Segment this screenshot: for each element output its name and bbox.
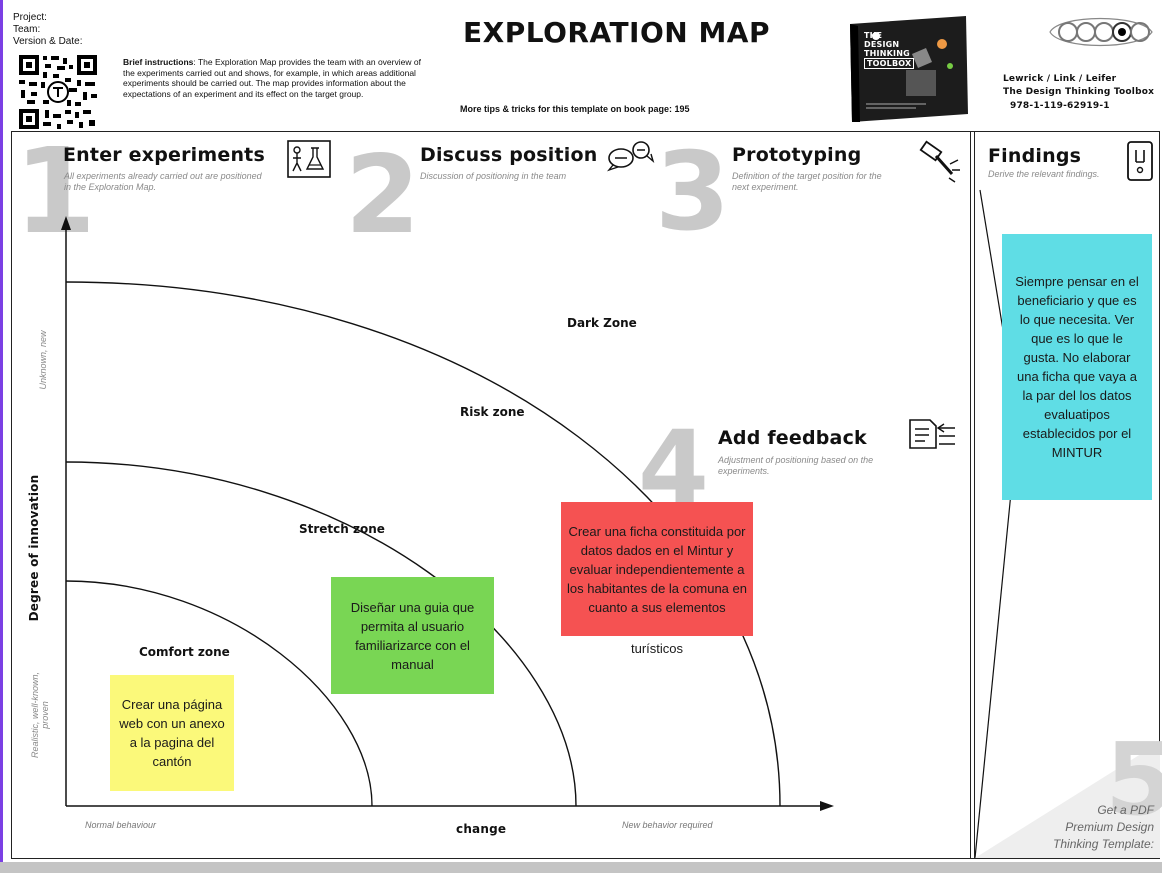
book-cover-image: THE DESIGN THINKING TOOLBOX [846,14,972,124]
instructions-heading: Brief instructions [123,57,194,67]
instructions-text: : The Exploration Map provides the team … [123,57,421,99]
feedback-icon [906,416,960,452]
sticky-note-green[interactable]: Diseñar una guia que permita al usuario … [331,577,494,694]
discuss-icon [605,140,659,172]
arc-comfort [65,580,373,807]
zone-stretch-label: Stretch zone [299,522,385,536]
book-name: The Design Thinking Toolbox [1003,87,1155,97]
sticky-note-red[interactable]: Crear una ficha constituida por datos da… [561,502,753,636]
step-3-number: 3 [655,130,731,255]
x-axis-left-label: Normal behaviour [85,820,157,830]
step-3-title: Prototyping [732,144,862,166]
bottom-scroll-bar[interactable] [0,862,1162,873]
step-1-title: Enter experiments [63,144,265,166]
step-3-desc: Definition of the target position for th… [732,171,882,192]
lightbulb-icon [1126,140,1154,182]
book-title: THE DESIGN THINKING TOOLBOX [864,31,915,69]
zone-comfort-label: Comfort zone [139,645,230,659]
step-5-number: 5 [1105,721,1162,838]
sticky-note-cyan[interactable]: Siempre pensar en el beneficiario y que … [1002,234,1152,500]
team-label: Team: [13,24,41,35]
step-2-title: Discuss position [420,144,598,166]
premium-promo: Get a PDF Premium Design Thinking Templa… [1053,803,1154,851]
findings-funnel [975,189,1160,858]
step-1-desc: All experiments already carried out are … [64,171,262,192]
step-4-desc: Adjustment of positioning based on the e… [718,455,874,476]
zone-dark-label: Dark Zone [567,316,637,330]
process-logo-icon [1040,12,1160,52]
x-axis-label: change [456,822,507,836]
lab-icon [287,140,331,178]
step-2-number: 2 [345,133,421,258]
arc-risk [65,281,781,807]
x-axis-right-label: New behavior required [622,820,713,830]
qr-code-icon [17,53,99,131]
tips-text: More tips & tricks for this template on … [460,104,690,114]
step-4-title: Add feedback [718,427,867,449]
brief-instructions: Brief instructions: The Exploration Map … [123,57,433,99]
findings-title: Findings [988,145,1082,167]
zone-risk-label: Risk zone [460,405,525,419]
version-label: Version & Date: [13,36,83,47]
window-left-edge [0,0,3,873]
exploration-chart [61,216,834,811]
authors: Lewrick / Link / Leifer [1003,74,1117,84]
step-2-desc: Discussion of positioning in the team [420,171,567,181]
project-label: Project: [13,12,47,23]
main-frame [11,131,1160,859]
isbn: 978-1-119-62919-1 [1010,101,1110,111]
page-title: EXPLORATION MAP [463,16,770,49]
hammer-icon [916,140,962,184]
findings-desc: Derive the relevant findings. [988,169,1100,179]
sticky-note-yellow[interactable]: Crear una página web con un anexo a la p… [110,675,234,791]
arc-stretch [65,461,577,807]
findings-divider [970,131,975,859]
sticky-note-red-overflow: turísticos [630,641,683,656]
step-1-number: 1 [14,122,97,260]
